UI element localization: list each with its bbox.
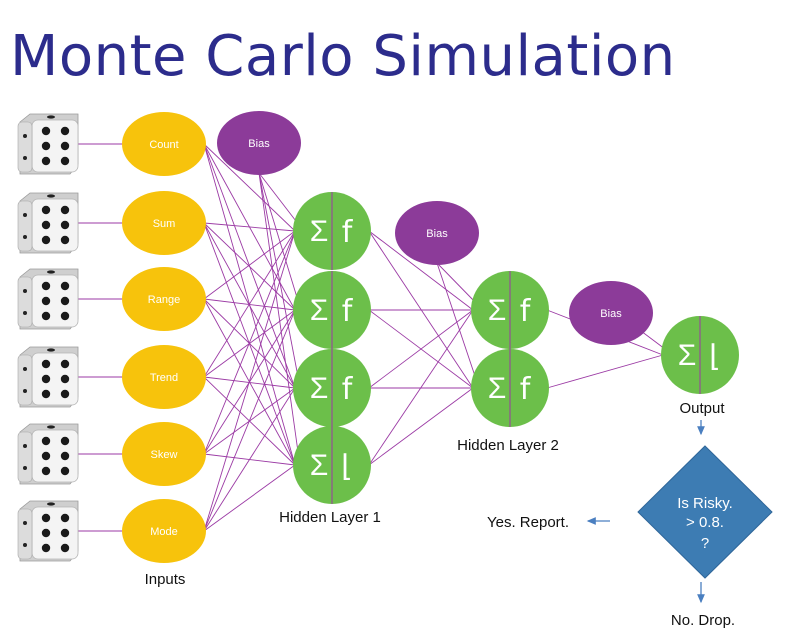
dice-six-icon	[17, 192, 79, 254]
yes-report-text: Yes. Report.	[487, 514, 569, 531]
input-5-to-h1-0	[203, 230, 296, 532]
bias1-to-h1-1	[258, 172, 300, 305]
page-title: Monte Carlo Simulation	[10, 24, 676, 89]
bias2-to-h2-0	[436, 262, 478, 305]
h1-3-to-h2-0	[368, 309, 474, 466]
input-node	[122, 422, 206, 486]
activation-symbol: f	[520, 294, 532, 329]
bias3-to-output	[640, 330, 666, 350]
input-5-to-h1-2	[203, 387, 296, 532]
activation-symbol: f	[342, 215, 354, 250]
h1-0-to-h2-1	[368, 230, 474, 389]
bias1-to-h1-3	[258, 172, 300, 460]
dice-column	[17, 113, 79, 562]
bias-label: Bias	[248, 138, 270, 150]
input-node-label: Range	[148, 294, 180, 306]
input-0-to-h1-0	[203, 143, 296, 232]
input-1-to-h1-0	[203, 222, 296, 232]
sum-symbol: Σ	[678, 339, 697, 372]
h1-3-to-h2-1	[368, 387, 474, 466]
dice-six-icon	[17, 346, 79, 408]
output-caption: Output	[679, 400, 725, 417]
input-node-label: Count	[149, 139, 178, 151]
dice-six-icon	[17, 500, 79, 562]
dice-six-icon	[17, 113, 79, 175]
no-drop-text: No. Drop.	[671, 612, 735, 629]
decision-line-2: > 0.8.	[686, 514, 724, 531]
bias-label: Bias	[426, 228, 448, 240]
sum-symbol: Σ	[488, 372, 507, 405]
input-4-to-h1-0	[203, 230, 296, 455]
bias1-to-h1-2	[258, 172, 300, 383]
step-symbol: ⌊	[709, 339, 721, 374]
bias-node-2	[395, 201, 479, 265]
input-node	[122, 499, 206, 563]
sum-symbol: Σ	[310, 372, 329, 405]
decision-line-3: ?	[701, 535, 709, 552]
bias-node-1	[217, 111, 301, 175]
input-node-label: Trend	[150, 372, 178, 384]
input-1-to-h1-2	[203, 222, 296, 389]
input-node	[122, 112, 206, 176]
sum-symbol: Σ	[310, 294, 329, 327]
input-1-to-h1-1	[203, 222, 296, 311]
bias1-to-h1-0	[258, 172, 300, 226]
output-neuron: Σ⌊	[661, 316, 739, 394]
hidden-layer-1-neuron: Σ⌊	[293, 426, 371, 504]
decision-diamond	[637, 445, 773, 579]
connection-lines	[78, 143, 666, 532]
step-symbol: ⌊	[341, 449, 353, 484]
input-5-to-h1-1	[203, 309, 296, 532]
h1-0-to-h2-0	[368, 230, 474, 311]
bias-label: Bias	[600, 308, 622, 320]
hidden-layer-2-caption: Hidden Layer 2	[457, 437, 559, 454]
input-node	[122, 267, 206, 331]
dice-six-icon	[17, 423, 79, 485]
activation-symbol: f	[520, 372, 532, 407]
bias2-to-h2-1	[436, 262, 478, 383]
input-node-label: Skew	[151, 449, 178, 461]
sum-symbol: Σ	[310, 215, 329, 248]
h2-1-to-output	[546, 354, 664, 389]
activation-symbol: f	[342, 372, 354, 407]
input-3-to-h1-0	[203, 230, 296, 378]
inputs-caption: Inputs	[145, 571, 186, 588]
dice-six-icon	[17, 268, 79, 330]
sum-symbol: Σ	[310, 449, 329, 482]
input-node-label: Mode	[150, 526, 178, 538]
input-node-label: Sum	[153, 218, 176, 230]
hidden-layer-1-caption: Hidden Layer 1	[279, 509, 381, 526]
decision-line-1: Is Risky.	[677, 495, 733, 512]
bias-node-3	[569, 281, 653, 345]
activation-symbol: f	[342, 294, 354, 329]
h1-2-to-h2-0	[368, 309, 474, 389]
input-node	[122, 191, 206, 255]
sum-symbol: Σ	[488, 294, 507, 327]
input-5-to-h1-3	[203, 464, 296, 532]
input-node	[122, 345, 206, 409]
